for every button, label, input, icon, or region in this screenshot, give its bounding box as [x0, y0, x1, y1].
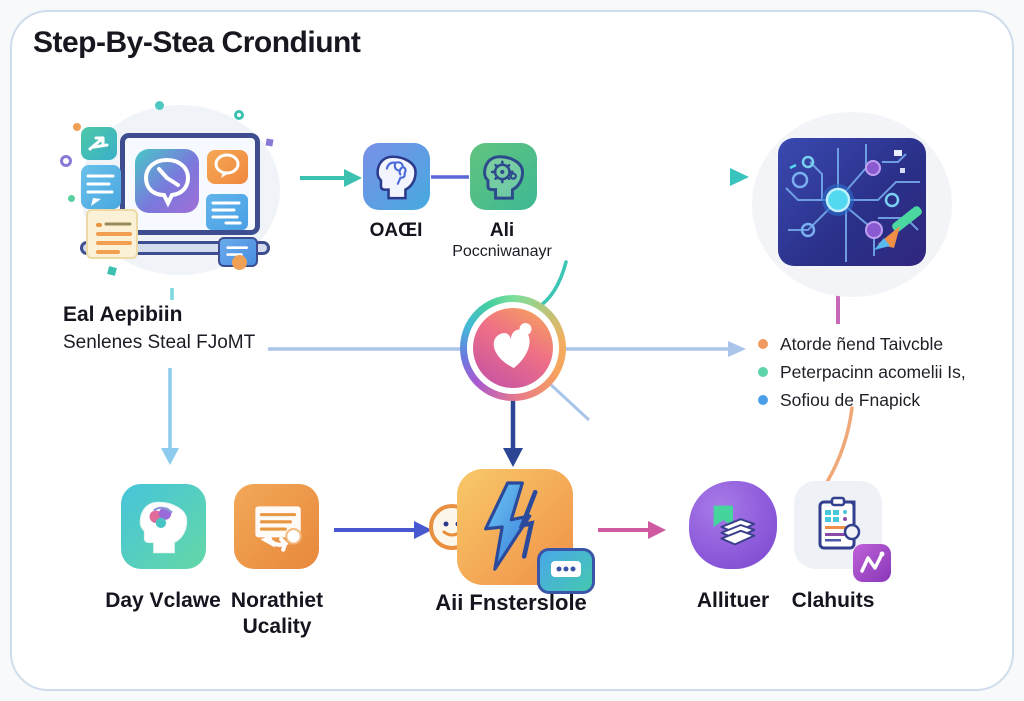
text-panel-icon	[206, 194, 248, 230]
head-gear-icon	[482, 154, 524, 200]
list-item: Sofiou de Fnapick	[758, 386, 966, 414]
bottom-step2-label2: Ucality	[242, 615, 312, 638]
step1-label: OAŒI	[369, 220, 423, 241]
decor-dot	[73, 123, 81, 131]
laptop-screen	[120, 133, 260, 235]
bottom-step4-label: Allituer	[696, 589, 770, 612]
bottom-step2-tile	[234, 484, 319, 569]
bullet-dot	[758, 395, 768, 405]
step2-sublabel: Poccniwanayr	[452, 243, 552, 260]
decor-dot	[155, 101, 164, 110]
clipboard-report-icon	[818, 496, 861, 550]
bullet-text: Atorde ñend Taivcble	[780, 333, 944, 354]
step1-head-tile	[363, 143, 430, 210]
source-heading: Eal Aepibiin	[63, 303, 183, 326]
decor-square	[107, 266, 117, 276]
bullet-text: Sofiou de Fnapick	[780, 389, 921, 410]
step2-head-tile	[470, 143, 537, 210]
cursor-arrow-icon	[874, 206, 922, 250]
bottom-step2-label: Norathiet	[230, 589, 324, 612]
head-colorful-brain-icon	[139, 501, 187, 553]
bullet-text: Peterpacinn acomelii Is,	[780, 361, 966, 382]
bottom-step5-label: Clahuits	[791, 589, 875, 612]
teal-arrow-bubble-icon	[81, 127, 117, 160]
chat-clock-app-icon	[135, 149, 199, 213]
source-subheading: Senlenes Steal FJoMT	[63, 332, 256, 353]
heart-badge-ring	[467, 302, 559, 394]
book-stack-icon	[713, 505, 756, 546]
decor-dot	[232, 255, 247, 270]
blue-lines-bubble-icon	[81, 165, 121, 209]
laptop-illustration	[40, 95, 310, 280]
heart-badge-core	[473, 308, 553, 388]
heart-badge-icon	[460, 295, 566, 401]
decor-square	[265, 138, 274, 147]
bottom-step4-tile	[689, 481, 777, 569]
orange-chat-bubble-icon	[207, 150, 248, 184]
chart-badge-icon	[853, 544, 891, 582]
bullet-dot	[758, 339, 768, 349]
bullet-list: Atorde ñend Taivcble Peterpacinn acomeli…	[758, 330, 966, 414]
circuit-board-chip-icon	[778, 138, 926, 266]
list-item: Peterpacinn acomelii Is,	[758, 358, 966, 386]
decor-dot	[68, 195, 75, 202]
bottom-step3-label: Aii Fnsterslole	[435, 590, 587, 615]
step2-label: Ali	[489, 220, 515, 241]
lightning-bolt-icon	[484, 481, 538, 571]
head-profile-brain-icon	[375, 154, 417, 199]
certificate-arrow-icon	[254, 505, 302, 552]
bottom-step1-tile	[121, 484, 206, 569]
bottom-step1-label: Day Vclawe	[105, 589, 221, 612]
list-item: Atorde ñend Taivcble	[758, 330, 966, 358]
document-note-icon	[86, 209, 138, 259]
decor-ring	[234, 110, 244, 120]
page-title: Step-By-Stea Crondiunt	[33, 26, 361, 59]
decor-ring	[60, 155, 72, 167]
chat-dots-badge-icon	[537, 548, 595, 594]
bullet-dot	[758, 367, 768, 377]
